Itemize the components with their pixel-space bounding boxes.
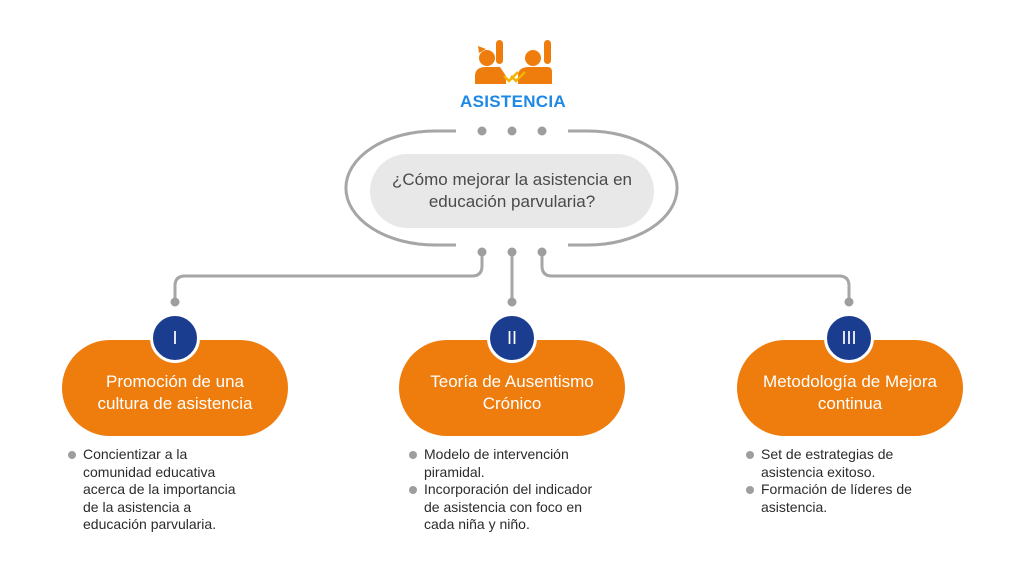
question-frame-left (344, 129, 436, 247)
logo-text: ASISTENCIA (460, 92, 566, 111)
connector-end-dot (170, 297, 180, 307)
list-item: Modelo de intervención piramidal. (408, 446, 592, 481)
list-item: Incorporación del indicador de asistenci… (408, 481, 592, 534)
pillar-1-bullet-list: Concientizar a la comunidad educativa ac… (67, 446, 236, 534)
central-question: ¿Cómo mejorar la asistencia en educación… (370, 154, 654, 228)
frame-dot (537, 247, 547, 257)
pillar-1-title: Promoción de una cultura de asistencia (97, 372, 253, 413)
connector-end-dot (844, 297, 854, 307)
raised-hands-icon (475, 40, 552, 84)
list-item: Concientizar a la comunidad educativa ac… (67, 446, 236, 534)
connector-right (540, 256, 851, 302)
question-text: ¿Cómo mejorar la asistencia en educación… (392, 170, 632, 211)
frame-dot (507, 126, 517, 136)
pillar-2-number-badge: II (487, 313, 537, 363)
pillar-3-title: Metodología de Mejora continua (763, 372, 937, 413)
pillar-3-number-badge: III (824, 313, 874, 363)
pillar-2-title: Teoría de Ausentismo Crónico (430, 372, 594, 413)
pillar-3-bullet-list: Set de estrategias de asistencia exitoso… (745, 446, 912, 516)
connector-end-dot (507, 297, 517, 307)
list-item: Set de estrategias de asistencia exitoso… (745, 446, 912, 481)
list-item: Formación de líderes de asistencia. (745, 481, 912, 516)
question-frame-top (435, 129, 679, 247)
frame-dot (507, 247, 517, 257)
pillar-2-bullet-list: Modelo de intervención piramidal. Incorp… (408, 446, 592, 534)
frame-dot (477, 126, 487, 136)
frame-dot (537, 126, 547, 136)
connector-left (173, 256, 484, 302)
pillar-1-number-badge: I (150, 313, 200, 363)
asistencia-logo: ASISTENCIA (456, 36, 570, 116)
frame-dot (477, 247, 487, 257)
